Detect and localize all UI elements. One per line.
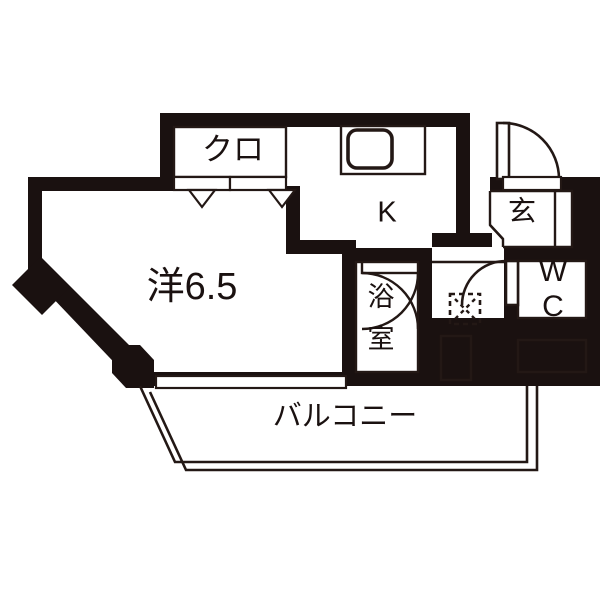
kitchen-sink-basin-icon xyxy=(346,128,394,170)
wall-wc-bottom xyxy=(504,318,600,332)
wall-wc-top xyxy=(504,247,600,261)
label-closet: クロ xyxy=(202,132,264,167)
wall-room-kitchen-upper xyxy=(286,186,300,248)
kitchen-counter-outline xyxy=(339,124,427,176)
wall-left-vertical xyxy=(28,177,42,272)
doors-group xyxy=(172,121,563,331)
wall-opening-head xyxy=(286,240,356,254)
wall-entry-right xyxy=(572,191,586,247)
wall-top xyxy=(160,113,470,127)
wall-bath-left xyxy=(342,248,356,386)
balcony-outline-icon xyxy=(138,385,539,472)
wc-door-icon[interactable] xyxy=(460,259,520,307)
label-bathroom-line1: 浴 xyxy=(368,282,395,312)
wall-bath-bottom xyxy=(342,372,432,386)
wall-closet-left xyxy=(160,113,174,191)
label-entrance: 玄 xyxy=(508,195,536,226)
wall-right-exterior xyxy=(586,177,600,386)
wc-lower-alcove xyxy=(516,338,588,374)
label-western-room: 洋6.5 xyxy=(147,266,238,308)
label-toilet: W xyxy=(539,255,568,288)
closet-door-right-icon[interactable] xyxy=(228,175,298,209)
wall-bath-top xyxy=(342,248,432,262)
label-kitchen: K xyxy=(377,197,397,229)
label-bathroom-line2: 室 xyxy=(368,324,395,354)
room-labels: クロ K 洋6.5 玄 W C 浴 室 バルコニー xyxy=(147,132,568,432)
bathroom-door-icon[interactable] xyxy=(360,260,420,331)
label-toilet-line2: C xyxy=(542,290,564,323)
pillar-upper-diagonal xyxy=(12,257,70,315)
washing-machine-space-icon xyxy=(448,292,482,326)
entrance-step-diagonal xyxy=(489,224,504,240)
entrance-door-icon[interactable] xyxy=(495,121,563,192)
wall-kitchen-entry xyxy=(432,233,492,247)
hall-alcove-box xyxy=(439,334,473,382)
wall-kitchen-right xyxy=(456,113,470,233)
room-window-icon xyxy=(154,374,348,390)
wall-upper-left-horizontal xyxy=(28,177,174,191)
label-balcony: バルコニー xyxy=(273,401,417,433)
